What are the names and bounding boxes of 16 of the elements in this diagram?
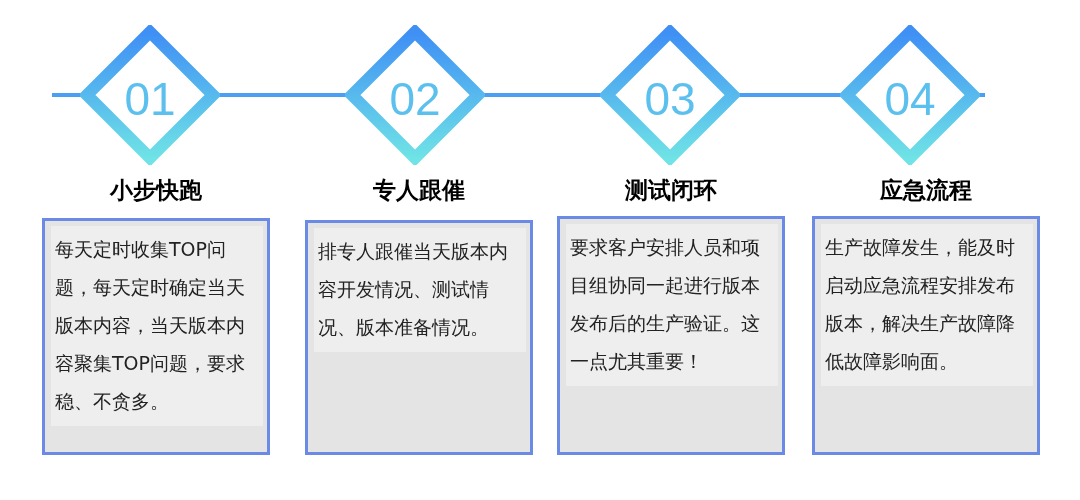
description-text: 要求客户安排人员和项目组协同一起进行版本发布后的生产验证。这一点尤其重要！ [570, 235, 761, 374]
step-number: 01 [124, 73, 176, 124]
step-heading: 应急流程 [879, 176, 973, 205]
step-number: 02 [389, 73, 441, 124]
diamond-marker [345, 25, 485, 165]
description-text: 生产故障发生，能及时启动应急流程安排发布版本，解决生产故障降低故障影响面。 [825, 235, 1016, 374]
description-text: 每天定时收集TOP问题，每天定时确定当天版本内容，当天版本内容聚集TOP问题，要求稳、不贪多。 [55, 237, 247, 414]
step-heading: 测试闭环 [624, 176, 718, 205]
description-text: 排专人跟催当天版本内容开发情况、测试情况、版本准备情况。 [318, 239, 509, 340]
diamond-marker [80, 25, 220, 165]
step-heading: 专人跟催 [372, 176, 466, 205]
step-heading: 小步快跑 [108, 176, 203, 205]
diamond-marker [840, 25, 980, 165]
diamond-marker [600, 25, 740, 165]
step-number: 03 [644, 73, 696, 124]
step-number: 04 [884, 73, 936, 124]
